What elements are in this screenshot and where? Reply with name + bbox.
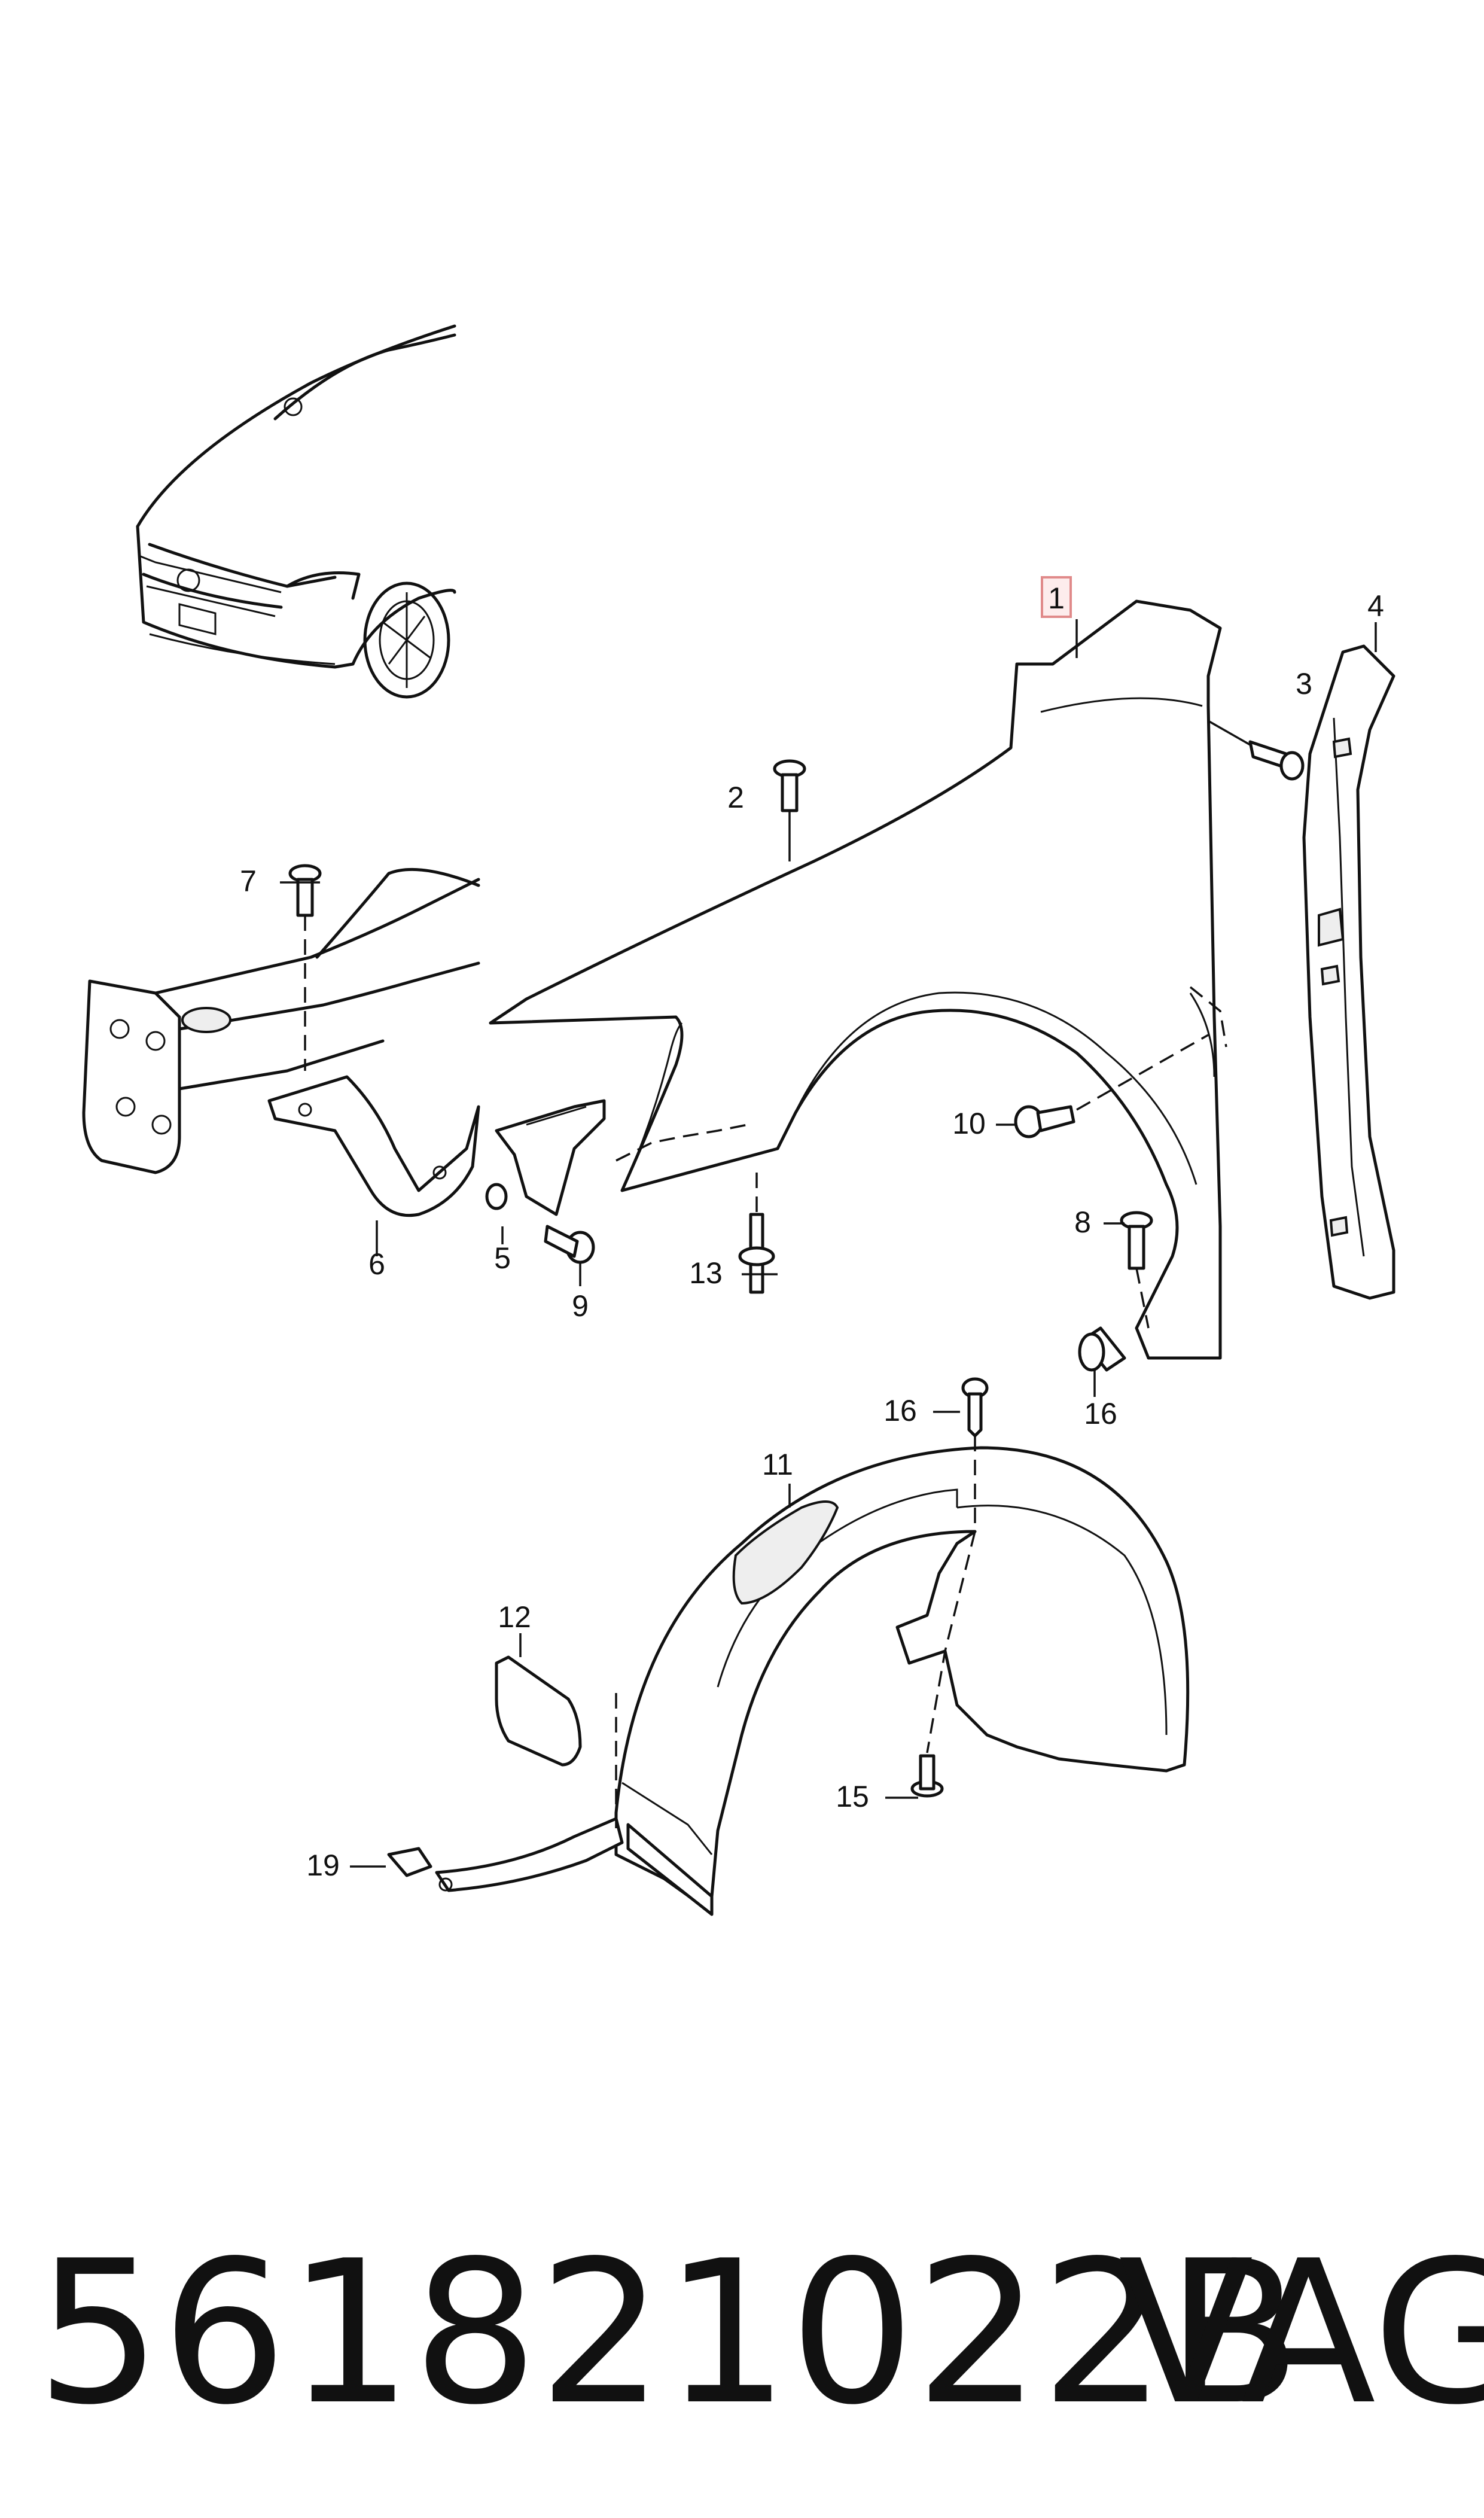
callout-1-highlight [1041, 576, 1072, 618]
callout-9: 9 [572, 1289, 589, 1323]
callout-11: 11 [762, 1448, 793, 1481]
callout-3: 3 [1296, 667, 1312, 701]
callout-10: 10 [952, 1107, 986, 1140]
trim-strip-part-4 [1302, 644, 1395, 1300]
callout-4: 4 [1367, 589, 1384, 623]
brand-label: VAG [1119, 2218, 1484, 2448]
footer: 561821022B VAG [0, 2213, 1484, 2465]
body-bracket [82, 867, 480, 1174]
fender-part-1 [489, 599, 1227, 1360]
callout-labels: 1 2 3 4 5 6 7 8 9 10 11 12 13 15 16 16 1… [240, 576, 1384, 1882]
callout-16-fender: 16 [1084, 1397, 1117, 1430]
callout-8: 8 [1074, 1205, 1091, 1239]
part-number: 561821022B [36, 2218, 1302, 2448]
callout-13: 13 [689, 1256, 723, 1290]
parts-diagram: 1 2 3 4 5 6 7 8 9 10 11 12 13 15 16 16 1… [82, 324, 1395, 1916]
foam-pad-part-12 [495, 1655, 582, 1767]
callout-5: 5 [494, 1241, 511, 1275]
car-thumbnail [136, 324, 456, 699]
callout-15: 15 [836, 1780, 869, 1813]
bracket-6 [267, 1075, 480, 1217]
callout-16-top: 16 [883, 1394, 917, 1427]
callout-7: 7 [240, 864, 257, 898]
bracket-5 [485, 1099, 606, 1216]
callout-6: 6 [368, 1247, 385, 1281]
leader-lines [280, 619, 1377, 1868]
callout-1: 1 [1048, 581, 1065, 615]
callout-12: 12 [498, 1600, 531, 1634]
callout-19: 19 [306, 1849, 340, 1882]
fasteners [288, 740, 1305, 1877]
wheel-liner-part-11 [435, 1446, 1190, 1916]
callout-2: 2 [727, 781, 744, 814]
